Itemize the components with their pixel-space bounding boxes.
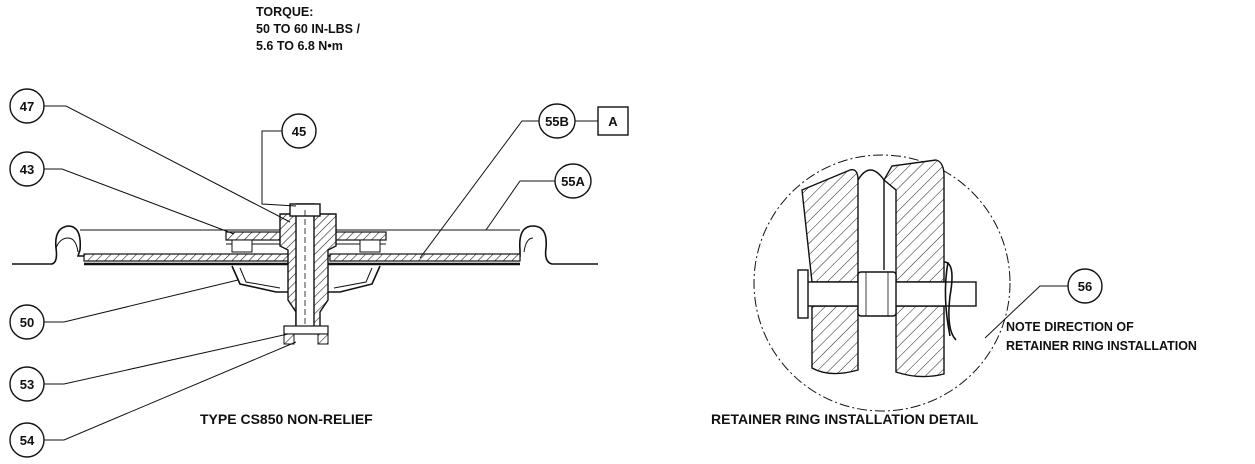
callout-47: 47 xyxy=(20,99,34,114)
callout-50-circle xyxy=(9,304,45,340)
callout-47-circle xyxy=(9,88,45,124)
reference-box-a xyxy=(597,106,629,136)
callout-55b-circle xyxy=(538,103,576,139)
callout-53: 53 xyxy=(20,377,34,392)
callout-56: 56 xyxy=(1078,279,1092,294)
callout-bubbles xyxy=(9,88,1103,458)
direction-note-line2: RETAINER RING INSTALLATION xyxy=(1006,339,1197,353)
cs850-assembly-drawing xyxy=(12,203,598,345)
callout-54-circle xyxy=(9,422,45,458)
retainer-ring-detail xyxy=(753,154,1011,412)
reference-a: A xyxy=(608,114,618,129)
caption-right: RETAINER RING INSTALLATION DETAIL xyxy=(711,411,979,427)
leader-lines xyxy=(44,105,1068,441)
callout-labels: 45 47 43 55B 55A 50 53 54 56 A xyxy=(20,99,1092,448)
torque-inlbs: 50 TO 60 IN-LBS / xyxy=(256,22,360,36)
callout-55a: 55A xyxy=(561,174,585,189)
callout-45: 45 xyxy=(292,124,306,139)
callout-50: 50 xyxy=(20,315,34,330)
callout-45-circle xyxy=(281,113,317,149)
callout-43-circle xyxy=(9,151,45,187)
callout-56-circle xyxy=(1067,268,1103,304)
direction-note-line1: NOTE DIRECTION OF xyxy=(1006,320,1134,334)
torque-note: TORQUE: 50 TO 60 IN-LBS / 5.6 TO 6.8 N•m xyxy=(256,5,360,53)
callout-43: 43 xyxy=(20,162,34,177)
callout-53-circle xyxy=(9,366,45,402)
callout-55b: 55B xyxy=(545,114,569,129)
callout-54: 54 xyxy=(20,433,35,448)
torque-title: TORQUE: xyxy=(256,5,313,19)
caption-left: TYPE CS850 NON-RELIEF xyxy=(200,411,373,427)
torque-nm: 5.6 TO 6.8 N•m xyxy=(256,39,343,53)
callout-55a-circle xyxy=(554,163,592,199)
direction-note: NOTE DIRECTION OF RETAINER RING INSTALLA… xyxy=(1006,320,1197,353)
